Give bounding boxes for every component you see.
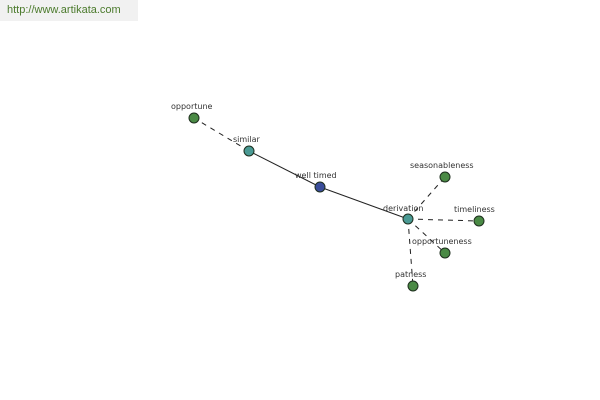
node-circle-seasonableness[interactable]: [439, 171, 451, 183]
node-circle-patness[interactable]: [407, 280, 419, 292]
edges-layer: [193, 117, 480, 287]
node-opportune[interactable]: opportune: [171, 102, 213, 124]
edge-derivation-timeliness: [407, 218, 480, 222]
node-label-well-timed: well timed: [295, 171, 337, 180]
node-seasonableness[interactable]: seasonableness: [410, 161, 474, 183]
node-circle-opportune[interactable]: [188, 112, 200, 124]
edge-similar-opportune: [193, 117, 250, 152]
node-opportuneness[interactable]: opportuneness: [412, 237, 472, 259]
node-circle-similar[interactable]: [243, 145, 255, 157]
node-label-similar: similar: [233, 135, 261, 144]
node-label-timeliness: timeliness: [454, 205, 495, 214]
node-well-timed[interactable]: well timed: [295, 171, 337, 193]
node-timeliness[interactable]: timeliness: [454, 205, 495, 227]
edge-well-timed-similar: [248, 150, 321, 188]
node-label-seasonableness: seasonableness: [410, 161, 474, 170]
node-label-derivation: derivation: [383, 204, 423, 213]
edge-well-timed-derivation: [319, 186, 409, 220]
node-circle-well-timed[interactable]: [314, 181, 326, 193]
node-label-patness: patness: [395, 270, 426, 279]
edge-derivation-opportuneness: [407, 218, 446, 254]
node-circle-timeliness[interactable]: [473, 215, 485, 227]
node-patness[interactable]: patness: [395, 270, 426, 292]
node-label-opportuneness: opportuneness: [412, 237, 472, 246]
node-circle-opportuneness[interactable]: [439, 247, 451, 259]
watermark-url: http://www.artikata.com: [0, 0, 138, 21]
nodes-layer: opportune similar well timed derivation seas…: [171, 102, 495, 292]
node-derivation[interactable]: derivation: [383, 204, 423, 225]
node-label-opportune: opportune: [171, 102, 213, 111]
node-similar[interactable]: similar: [233, 135, 261, 157]
edge-derivation-patness: [407, 218, 414, 287]
node-circle-derivation[interactable]: [402, 213, 414, 225]
